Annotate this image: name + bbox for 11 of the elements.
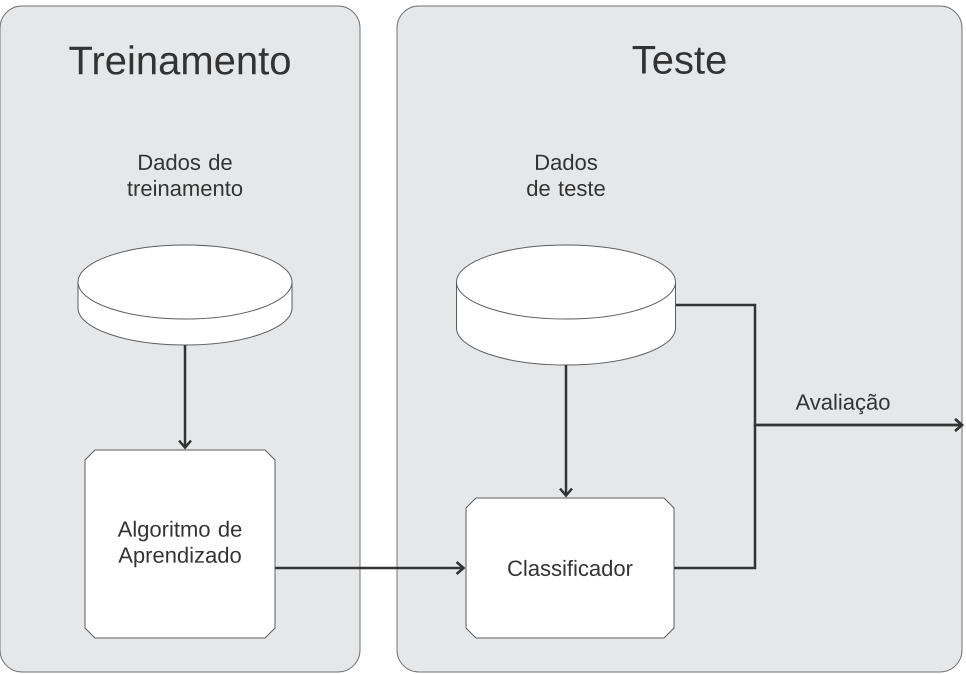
arrow	[178, 345, 192, 450]
process-box: Algoritmo de Aprendizado	[84, 450, 276, 638]
database-cylinder: Dados de treinamento	[78, 154, 292, 346]
arrow	[674, 418, 964, 570]
node-label: Dados de treinamento	[127, 154, 242, 196]
process-box: Classificador	[466, 498, 674, 638]
arrow	[276, 561, 466, 575]
node-label: Dados de teste	[527, 154, 605, 196]
arrow	[559, 365, 573, 498]
database-cylinder: Dados de teste	[456, 154, 676, 366]
edge-label: Avaliação	[794, 392, 892, 416]
